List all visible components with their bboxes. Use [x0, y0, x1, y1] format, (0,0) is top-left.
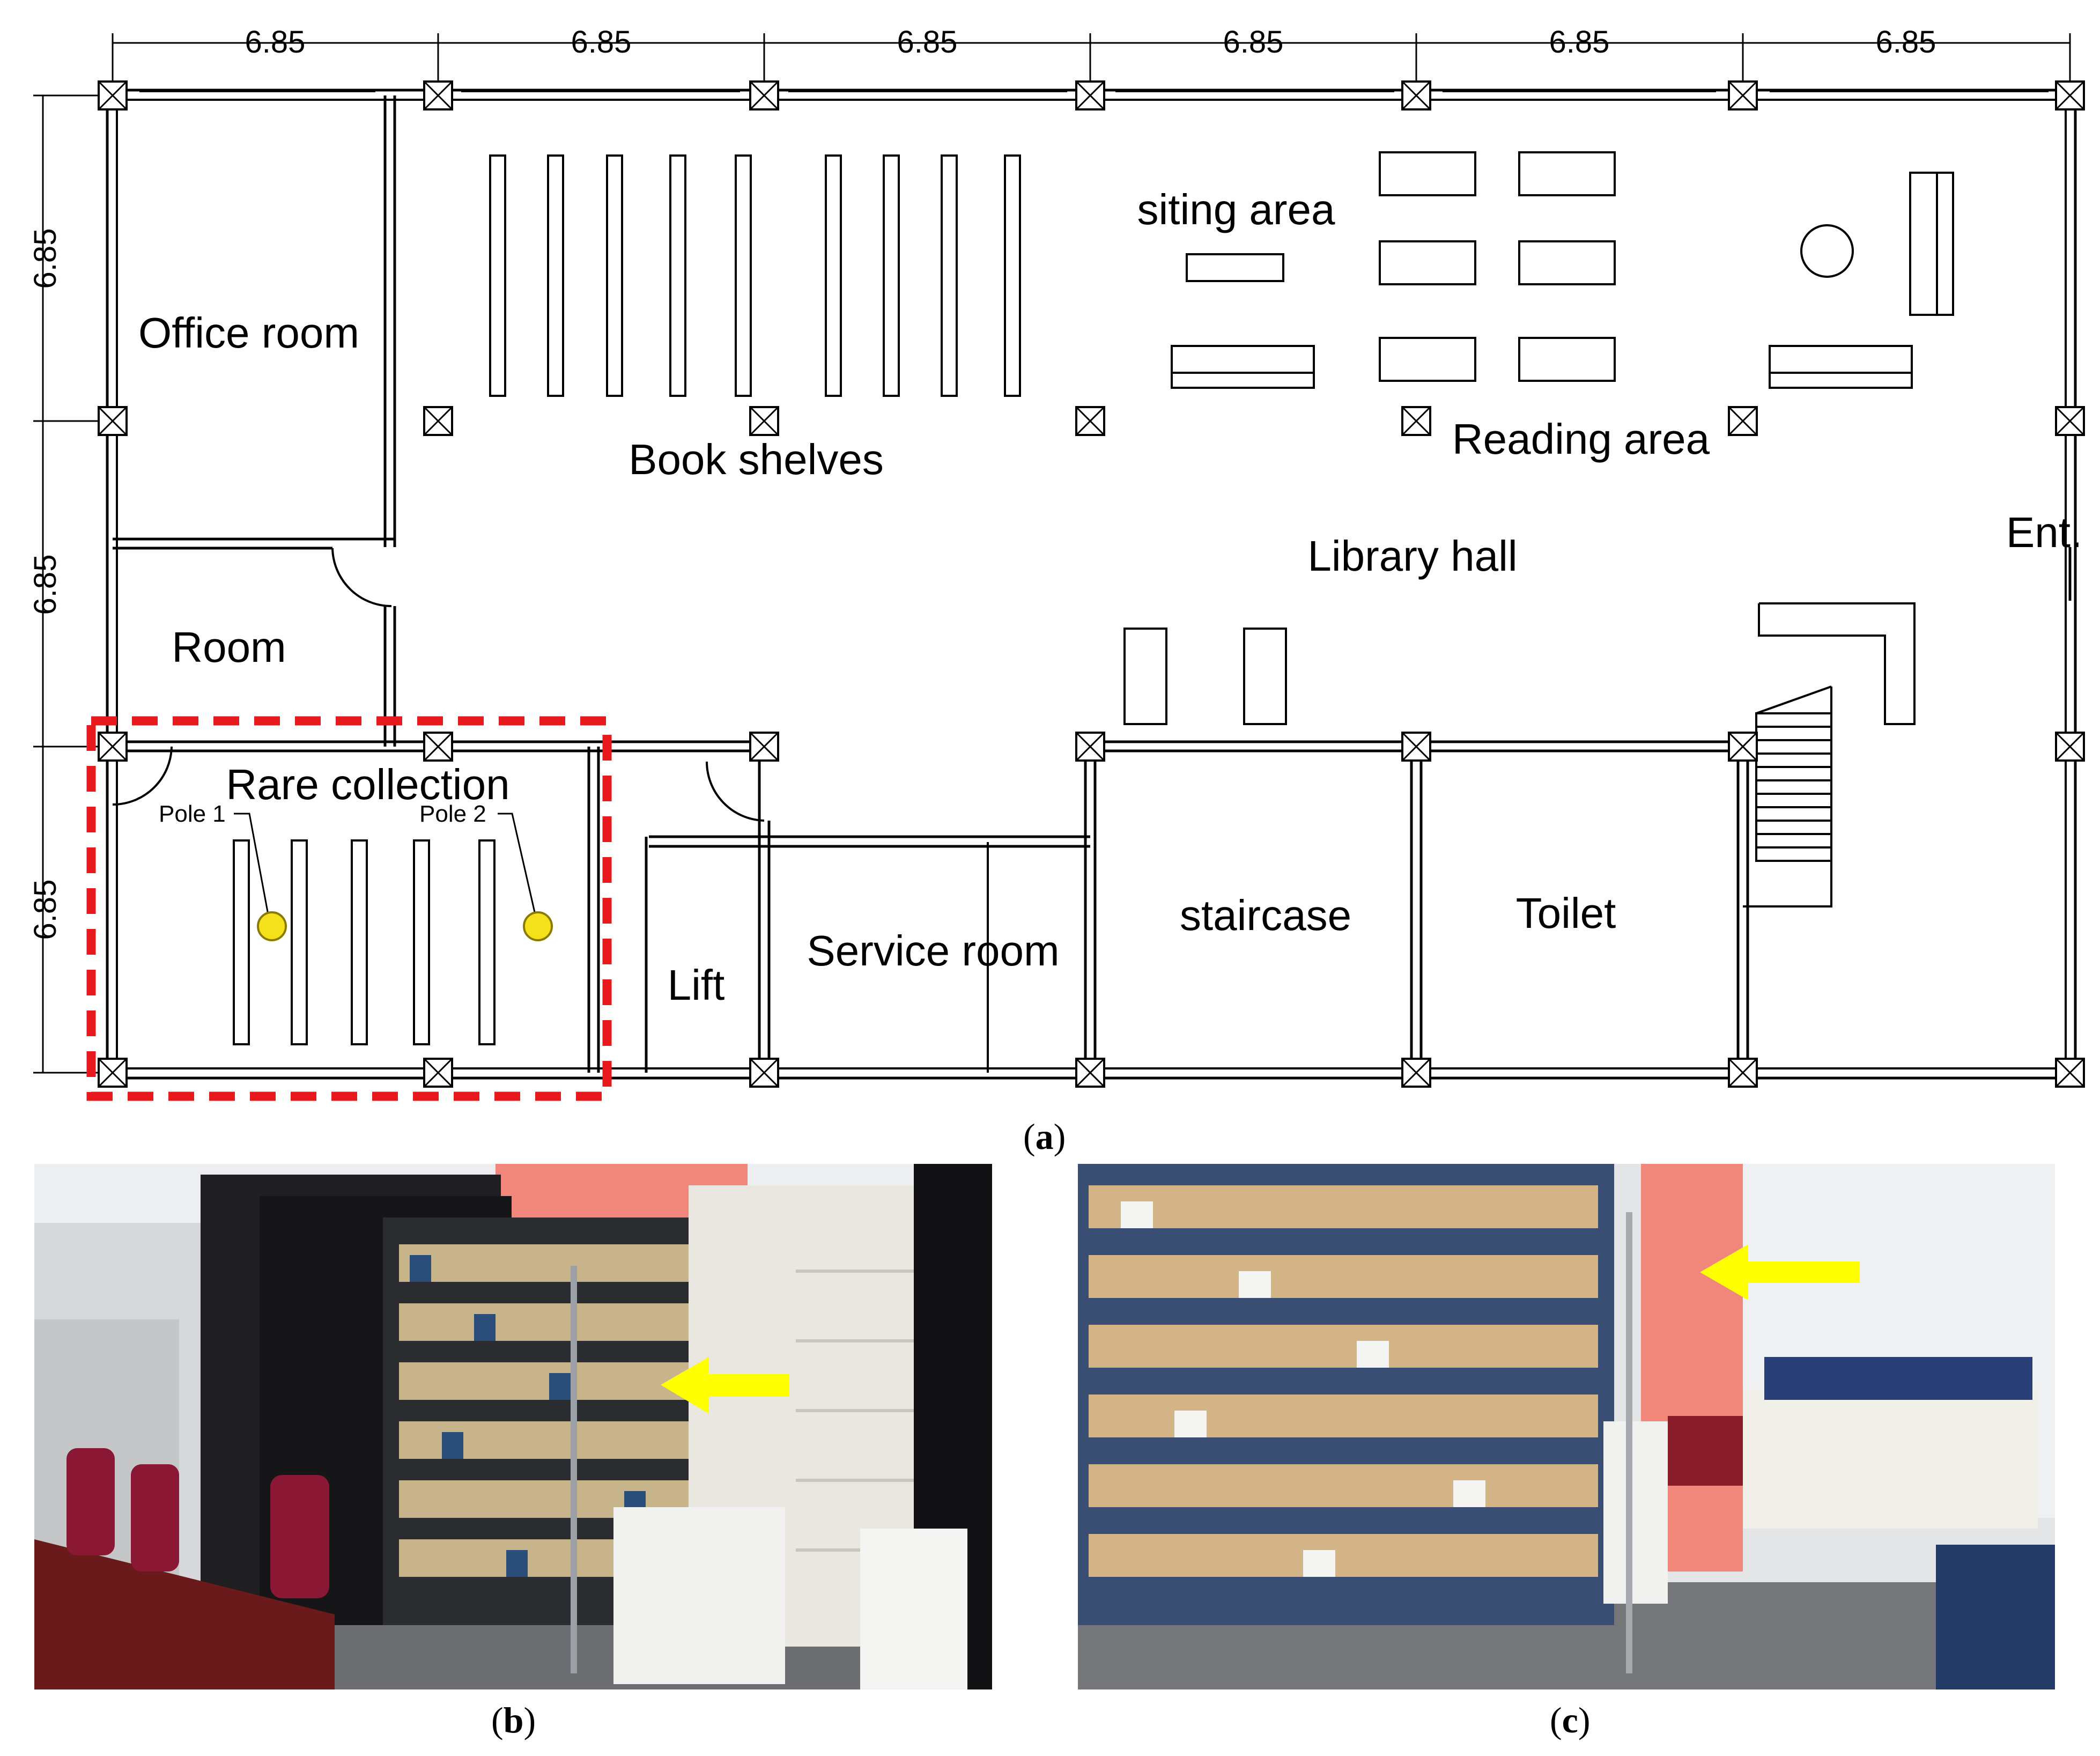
columns: [98, 80, 2085, 1088]
lift-label: Lift: [668, 961, 725, 1009]
structural-column: [2055, 732, 2085, 762]
structural-column: [2055, 80, 2085, 110]
photo-b: [34, 1164, 992, 1689]
dimension-label: 6.85: [245, 25, 306, 60]
office-room-walls: [113, 95, 396, 550]
pole-2-marker: [523, 911, 553, 941]
book-shelves: [489, 154, 1021, 397]
arrow-b: [661, 1357, 789, 1414]
structural-column: [1401, 732, 1431, 762]
structural-column: [1401, 80, 1431, 110]
structural-column: [98, 80, 128, 110]
structural-column: [2055, 1058, 2085, 1088]
top-dimension-line: [112, 33, 2071, 91]
top-dimension-labels: 6.85 6.85 6.85 6.85 6.85 6.85: [245, 25, 1936, 60]
room-label: Room: [172, 623, 286, 671]
caption-a-letter: a: [1035, 1116, 1054, 1157]
service-room-label: Service room: [807, 927, 1059, 975]
arrow-c: [1700, 1244, 1860, 1300]
caption-a: (a): [1023, 1116, 1066, 1157]
structural-column: [423, 80, 453, 110]
structural-column: [98, 732, 128, 762]
structural-column: [749, 406, 779, 436]
entrance-label: Ent.: [2006, 508, 2082, 556]
library-hall-label: Library hall: [1307, 532, 1517, 580]
caption-c-letter: c: [1562, 1700, 1578, 1740]
structural-column: [423, 406, 453, 436]
pole-markers: Pole 1 Pole 2: [159, 801, 553, 941]
structural-column: [98, 406, 128, 436]
room-labels: Office room Book shelves siting area Rea…: [138, 186, 2082, 1009]
structural-column: [1075, 406, 1105, 436]
structural-column: [1075, 1058, 1105, 1088]
rare-collection-shelves: [233, 839, 496, 1045]
dimension-label: 6.85: [897, 25, 958, 60]
pole-2-label: Pole 2: [419, 801, 486, 827]
structural-column: [423, 1058, 453, 1088]
structural-column: [749, 732, 779, 762]
office-room-label: Office room: [138, 309, 359, 357]
structural-column: [1401, 1058, 1431, 1088]
staircase-label: staircase: [1180, 891, 1351, 939]
structural-column: [1728, 80, 1758, 110]
dimension-label: 6.85: [1223, 25, 1284, 60]
floor-plan: 6.85 6.85 6.85 6.85 6.85 6.85 6.85 6.85 …: [28, 25, 2085, 1101]
structural-column: [1401, 406, 1431, 436]
outer-walls: [106, 88, 2077, 1080]
book-shelves-label: Book shelves: [628, 436, 884, 483]
structural-column: [1728, 1058, 1758, 1088]
reading-area-label: Reading area: [1452, 415, 1710, 463]
dimension-label: 6.85: [28, 228, 63, 289]
structural-column: [749, 80, 779, 110]
dimension-label: 6.85: [28, 880, 63, 940]
photo-c: [1078, 1164, 2055, 1689]
caption-c: (c): [1550, 1700, 1591, 1740]
reading-tables: [1123, 151, 1954, 725]
pole-1-marker: [257, 911, 287, 941]
core-walls: [1084, 687, 1832, 1073]
structural-column: [1075, 732, 1105, 762]
rare-collection-label: Rare collection: [226, 761, 509, 808]
structural-column: [1728, 406, 1758, 436]
structural-column: [423, 732, 453, 762]
dimension-label: 6.85: [571, 25, 632, 60]
structural-column: [2055, 406, 2085, 436]
siting-area-label: siting area: [1137, 186, 1335, 233]
caption-b: (b): [491, 1700, 536, 1740]
dimension-label: 6.85: [1876, 25, 1936, 60]
toilet-label: Toilet: [1516, 889, 1616, 937]
structural-column: [98, 1058, 128, 1088]
stairs: [1755, 685, 1832, 862]
rare-collection-highlight: [86, 716, 612, 1101]
structural-column: [749, 1058, 779, 1088]
structural-column: [1728, 732, 1758, 762]
left-dimension-labels: 6.85 6.85 6.85: [28, 228, 63, 940]
service-walls: [645, 747, 1090, 1073]
dimension-label: 6.85: [1549, 25, 1610, 60]
caption-b-letter: b: [503, 1700, 524, 1740]
dimension-label: 6.85: [28, 555, 63, 615]
pole-1-label: Pole 1: [159, 801, 226, 827]
structural-column: [1075, 80, 1105, 110]
